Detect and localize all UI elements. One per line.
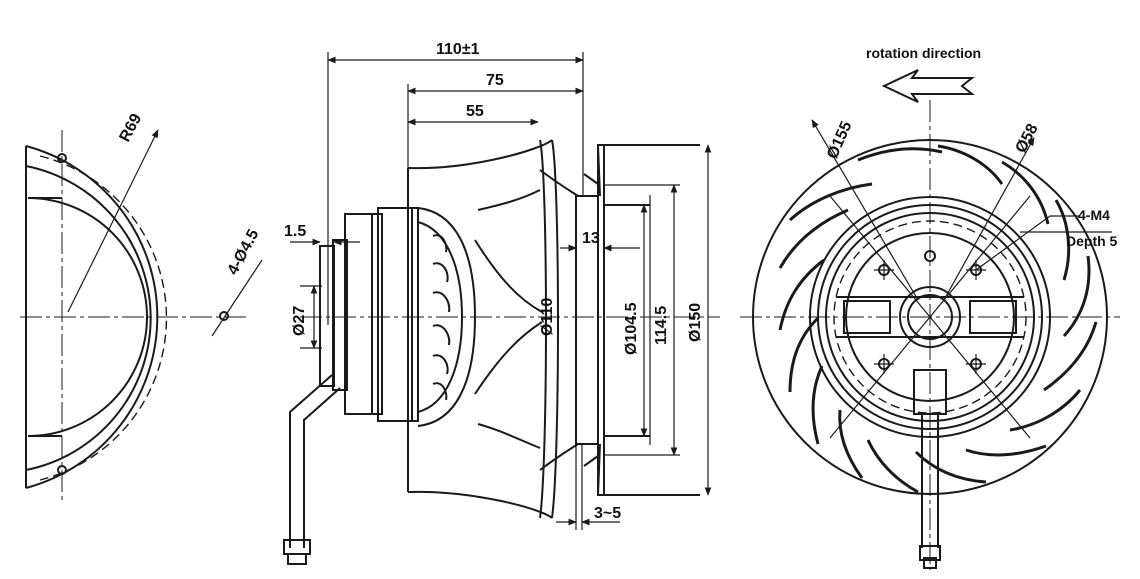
front-view: rotation direction xyxy=(740,45,1120,570)
screw-hole-icon xyxy=(924,250,936,262)
label-d110: Ø110 xyxy=(539,298,556,336)
label-3-5: 3~5 xyxy=(594,505,621,522)
label-55: 55 xyxy=(466,103,484,120)
label-d155: Ø155 xyxy=(824,119,855,162)
label-110: 110±1 xyxy=(436,41,480,58)
label-holes-left: 4-Ø4.5 xyxy=(225,227,263,278)
label-d104-5: Ø104.5 xyxy=(623,302,640,355)
label-13: 13 xyxy=(582,230,600,247)
label-r69: R69 xyxy=(117,111,146,145)
mount-hole-icon xyxy=(219,311,229,321)
label-d150: Ø150 xyxy=(687,303,704,342)
mount-hole-icon xyxy=(57,153,67,163)
label-75: 75 xyxy=(486,72,504,89)
label-d58: Ø58 xyxy=(1013,121,1042,156)
side-view: 110±1 75 55 xyxy=(283,41,720,565)
label-thread: 4-M4 xyxy=(1078,207,1110,223)
blade-curves xyxy=(778,144,1098,494)
label-rotation: rotation direction xyxy=(866,45,981,61)
label-114-5: 114.5 xyxy=(653,306,670,345)
left-flange-view: R69 4-Ø4.5 xyxy=(20,111,263,500)
label-1-5: 1.5 xyxy=(284,223,306,240)
mount-hole-icon xyxy=(57,465,67,475)
label-d27: Ø27 xyxy=(291,306,308,336)
hub-slots xyxy=(432,234,451,401)
rotation-arrow-icon xyxy=(881,69,975,103)
label-depth: Depth 5 xyxy=(1066,233,1118,249)
